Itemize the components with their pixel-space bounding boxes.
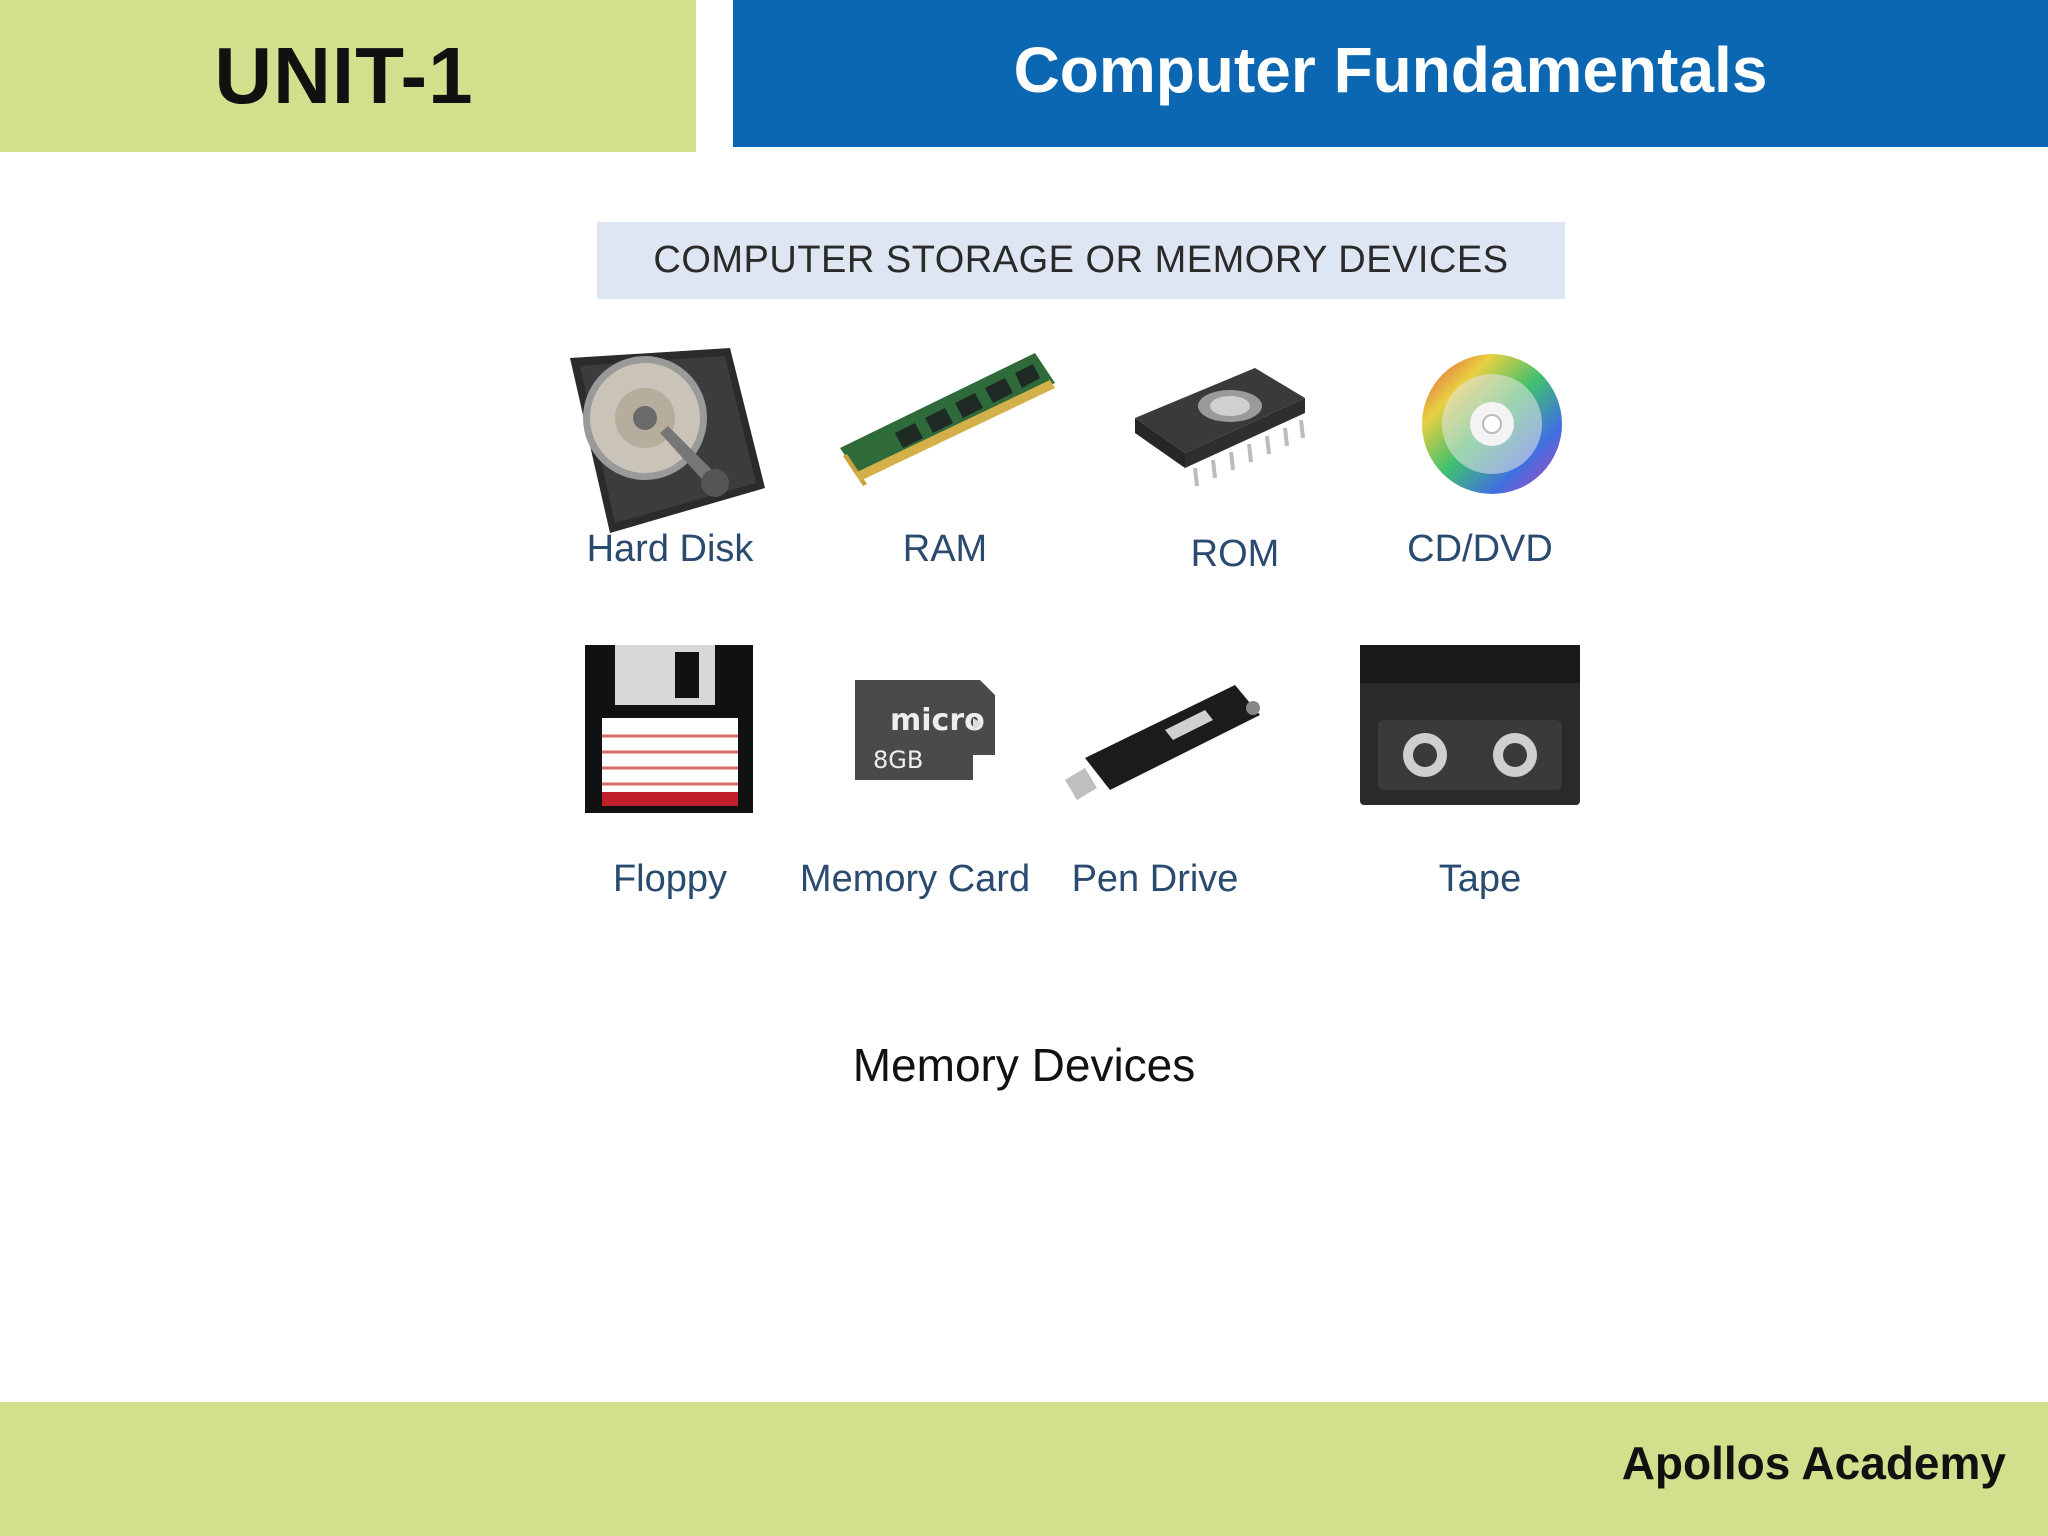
- device-rom: ROM: [1125, 338, 1345, 598]
- device-cd-dvd: CD/DVD: [1370, 338, 1590, 598]
- device-label: Hard Disk: [586, 528, 754, 570]
- device-label: CD/DVD: [1407, 528, 1553, 570]
- tape-cartridge-icon: [1360, 645, 1580, 805]
- device-label: ROM: [1190, 533, 1280, 575]
- figure-caption: Memory Devices: [852, 1039, 1196, 1091]
- footer-bar: Apollos Academy: [0, 1402, 2048, 1536]
- ram-module-icon: [840, 353, 1055, 486]
- cd-dvd-icon: [1422, 354, 1562, 494]
- device-floppy: Floppy: [580, 640, 800, 900]
- figure-heading-bar: COMPUTER STORAGE OR MEMORY DEVICES: [597, 222, 1565, 299]
- footer-brand: Apollos Academy: [1621, 1437, 2006, 1489]
- memory-card-capacity: 8GB: [873, 746, 923, 774]
- device-label: RAM: [902, 528, 988, 570]
- device-pen-drive: Pen Drive: [1055, 640, 1275, 900]
- device-label: Memory Card: [799, 858, 1031, 900]
- floppy-disk-icon: [585, 645, 753, 813]
- slide-title: Computer Fundamentals: [1013, 33, 1768, 106]
- unit-label-box: UNIT-1: [0, 0, 696, 152]
- rom-chip-icon: [1135, 368, 1305, 487]
- device-tape: Tape: [1350, 640, 1580, 900]
- unit-label: UNIT-1: [214, 31, 474, 120]
- hard-disk-icon: [570, 348, 765, 533]
- device-label: Pen Drive: [1071, 858, 1239, 900]
- svg-text:micro: micro: [890, 703, 985, 738]
- device-label: Tape: [1438, 858, 1522, 900]
- device-memory-card: micro 8GB Memory Card: [800, 640, 1065, 900]
- storage-devices-figure: COMPUTER STORAGE OR MEMORY DEVICES Hard …: [560, 218, 1580, 938]
- pen-drive-icon: [1065, 685, 1260, 800]
- memory-card-icon: micro 8GB: [855, 680, 995, 780]
- device-label: Floppy: [612, 858, 728, 900]
- device-ram: RAM: [835, 338, 1055, 598]
- figure-heading: COMPUTER STORAGE OR MEMORY DEVICES: [653, 239, 1509, 281]
- device-hard-disk: Hard Disk: [560, 338, 780, 598]
- title-bar: Computer Fundamentals: [733, 0, 2048, 147]
